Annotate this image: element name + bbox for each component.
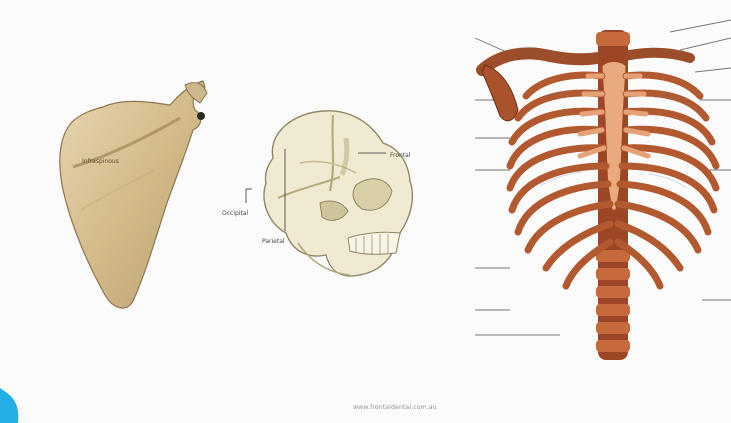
skull-label-frontal: Frontal (390, 152, 411, 159)
skull-label-parietal: Parietal (262, 238, 285, 245)
scapula-illustration (45, 75, 225, 320)
thoracic-cage-illustration (470, 10, 731, 360)
source-watermark-text: www.frontaldental.com.au (310, 404, 480, 411)
corner-accent-shape (0, 388, 28, 423)
skull-label-occipital: Occipital (222, 210, 248, 217)
scapula-label-infraspinous: Infraspinous (82, 158, 119, 165)
skull-illustration (238, 103, 448, 283)
